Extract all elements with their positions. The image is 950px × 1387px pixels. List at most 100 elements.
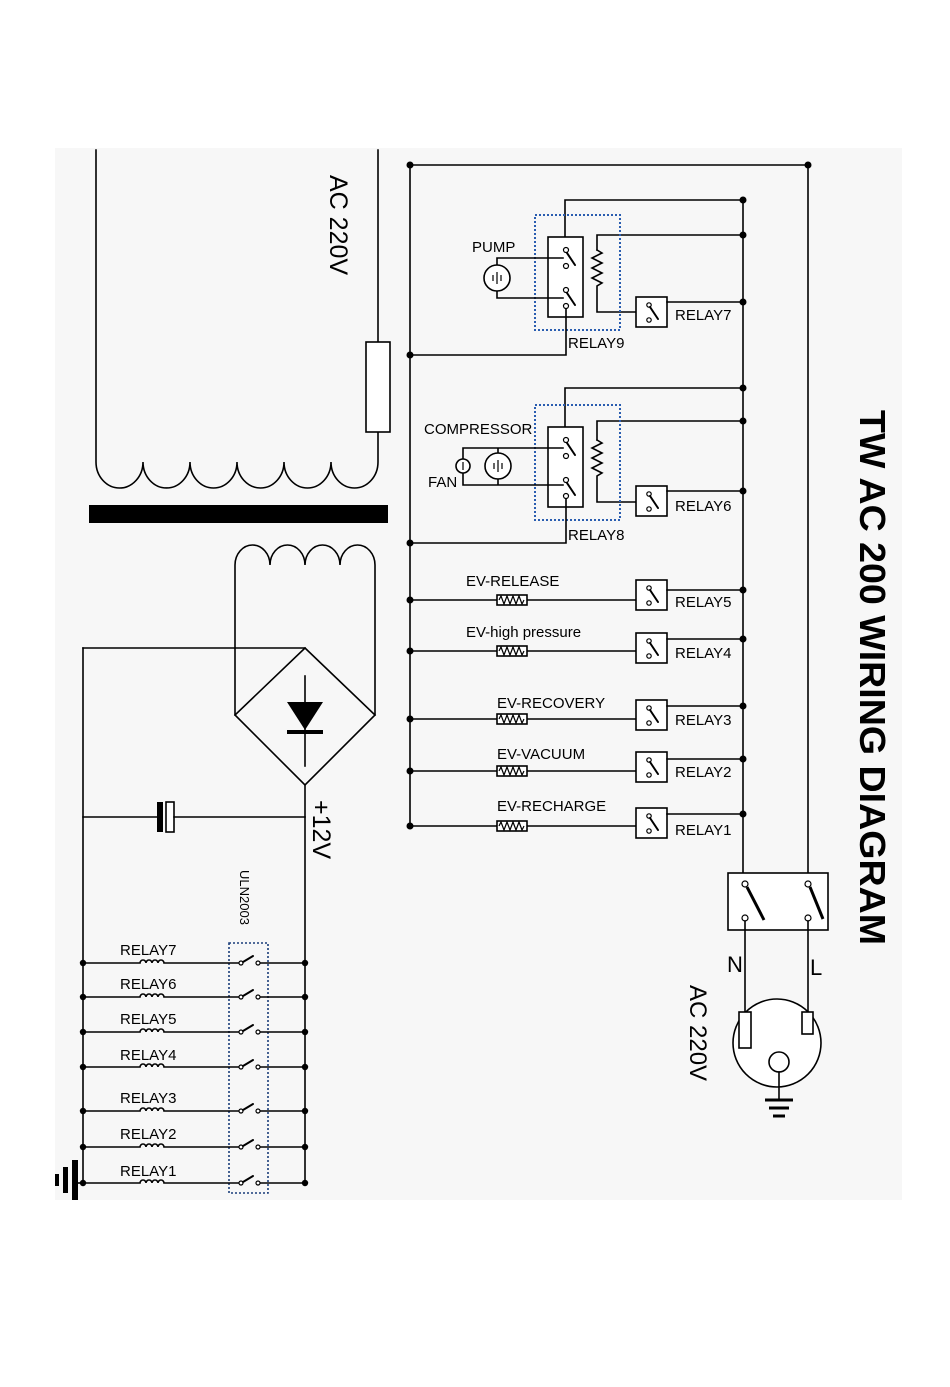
relay5-box: [636, 580, 667, 610]
fuse: [366, 342, 390, 432]
junction-dot: [740, 197, 747, 204]
junction-dot: [80, 1144, 86, 1150]
junction-dot: [80, 1108, 86, 1114]
junction-dot: [740, 811, 747, 818]
diagram-title: TW AC 200 WIRING DIAGRAM: [852, 410, 893, 945]
relay7-label: RELAY7: [675, 307, 731, 324]
ground-bar-2: [63, 1167, 68, 1193]
pump-label: PUMP: [472, 239, 515, 256]
junction-dot: [80, 1029, 86, 1035]
driver-contact: [256, 1065, 260, 1069]
driver-contact: [256, 1181, 260, 1185]
relay8-label: RELAY8: [568, 527, 624, 544]
relay2-contact: [647, 773, 651, 777]
driver-contact: [256, 1109, 260, 1113]
relay6-box: [636, 486, 667, 516]
junction-dot: [740, 703, 747, 710]
relay8-contact: [564, 494, 569, 499]
driver-contact: [256, 1030, 260, 1034]
relay8-contact: [564, 438, 569, 443]
junction-dot: [740, 488, 747, 495]
ground-bar-3: [55, 1174, 59, 1186]
relay3-box: [636, 700, 667, 730]
relay4-box: [636, 633, 667, 663]
ground-bar-1: [72, 1160, 78, 1200]
junction-dot: [407, 597, 414, 604]
junction-dot: [407, 823, 414, 830]
relay7-contact: [647, 318, 651, 322]
driver-row-label: RELAY2: [120, 1126, 176, 1143]
relay1-box: [636, 808, 667, 838]
junction-dot: [407, 162, 414, 169]
junction-dot: [80, 1180, 86, 1186]
junction-dot: [407, 540, 414, 547]
junction-dot: [407, 352, 414, 359]
primary-voltage-label: AC 220V: [324, 175, 352, 275]
junction-dot: [740, 299, 747, 306]
transformer-core: [89, 505, 388, 523]
capacitor-plate-negative: [157, 802, 163, 832]
relay9-contact: [564, 304, 569, 309]
plug-neutral-slot: [739, 1012, 751, 1048]
relay3-label: RELAY3: [675, 712, 731, 729]
junction-dot: [302, 1144, 308, 1150]
switch-contact-n-top: [742, 881, 748, 887]
driver-contact: [256, 961, 260, 965]
junction-dot: [80, 960, 86, 966]
relay9-contact: [564, 264, 569, 269]
relay1-label: RELAY1: [675, 822, 731, 839]
driver-row-label: RELAY4: [120, 1047, 176, 1064]
mains-inlet-label: AC 220V: [684, 985, 711, 1081]
relay2-label: RELAY2: [675, 764, 731, 781]
uln2003-label: ULN2003: [237, 870, 252, 925]
relay5-label: RELAY5: [675, 594, 731, 611]
junction-dot: [740, 636, 747, 643]
junction-dot: [407, 648, 414, 655]
relay9-label: RELAY9: [568, 335, 624, 352]
valve-label: EV-RECHARGE: [497, 798, 606, 815]
relay9-contact: [564, 248, 569, 253]
relay6-switch: RELAY6: [636, 486, 743, 516]
valve-label: EV-RELEASE: [466, 573, 559, 590]
junction-dot: [407, 768, 414, 775]
driver-contact: [256, 1145, 260, 1149]
junction-dot: [740, 756, 747, 763]
junction-dot: [805, 162, 812, 169]
junction-dot: [80, 994, 86, 1000]
driver-contact: [256, 995, 260, 999]
relay6-contact: [647, 507, 651, 511]
driver-row-label: RELAY1: [120, 1163, 176, 1180]
driver-row-label: RELAY7: [120, 942, 176, 959]
fan-label: FAN: [428, 474, 457, 491]
relay9-contact: [564, 288, 569, 293]
neutral-label: N: [727, 952, 743, 977]
valve-label: EV-high pressure: [466, 624, 581, 641]
switch-contact-l-bottom: [805, 915, 811, 921]
junction-dot: [740, 587, 747, 594]
junction-dot: [302, 1180, 308, 1186]
valve-label: EV-VACUUM: [497, 746, 585, 763]
driver-row-label: RELAY6: [120, 976, 176, 993]
plug-line-slot: [802, 1012, 813, 1034]
power-plug-icon: [733, 999, 821, 1087]
relay3-contact: [647, 721, 651, 725]
relay1-contact: [647, 829, 651, 833]
plug-ground-pin: [769, 1052, 789, 1072]
junction-dot: [740, 232, 747, 239]
junction-dot: [740, 418, 747, 425]
driver-row-label: RELAY5: [120, 1011, 176, 1028]
capacitor-plate-positive: [166, 802, 174, 832]
junction-dot: [302, 1064, 308, 1070]
switch-contact-l-top: [805, 881, 811, 887]
compressor-label: COMPRESSOR: [424, 421, 533, 438]
switch-contact-n-bottom: [742, 915, 748, 921]
junction-dot: [302, 994, 308, 1000]
main-power-switch: [728, 873, 828, 930]
junction-dot: [740, 385, 747, 392]
junction-dot: [302, 960, 308, 966]
junction-dot: [407, 716, 414, 723]
relay7-switch: RELAY7: [636, 297, 743, 327]
relay4-contact: [647, 654, 651, 658]
relay6-label: RELAY6: [675, 498, 731, 515]
